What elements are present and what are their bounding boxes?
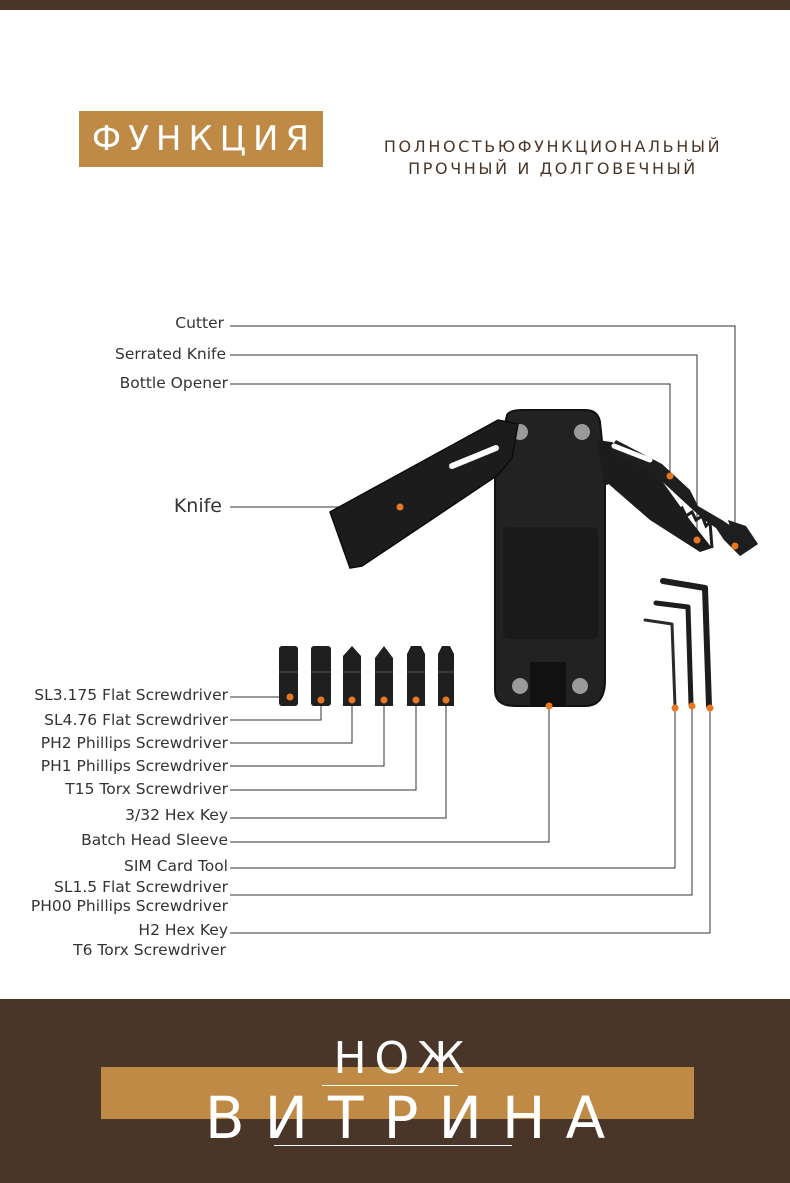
gold-band bbox=[101, 1067, 694, 1119]
label-t15: T15 Torx Screwdriver bbox=[65, 780, 228, 798]
leader-ph2 bbox=[230, 700, 353, 744]
leader-t15 bbox=[230, 700, 417, 791]
hex-key-medium-icon bbox=[653, 600, 694, 707]
label-ph2: PH2 Phillips Screwdriver bbox=[40, 734, 228, 752]
subtitle-line-1: ПОЛНОСТЬЮФУНКЦИОНАЛЬНЫЙ bbox=[383, 137, 723, 156]
label-batch-head: Batch Head Sleeve bbox=[81, 831, 228, 849]
bottle-opener-icon bbox=[608, 440, 758, 556]
label-sl476: SL4.76 Flat Screwdriver bbox=[44, 711, 228, 729]
leader-h2 bbox=[230, 708, 711, 934]
leader-bottle-opener bbox=[230, 383, 671, 476]
bit-sl3175-icon bbox=[279, 646, 298, 706]
screw-bottom-right-icon bbox=[572, 678, 588, 694]
section-title: ФУНКЦИЯ bbox=[91, 119, 317, 159]
label-sl3175: SL3.175 Flat Screwdriver bbox=[34, 686, 228, 704]
label-serrated-knife: Serrated Knife bbox=[114, 345, 226, 363]
bit-hex332-icon bbox=[438, 646, 454, 706]
title-box: ФУНКЦИЯ bbox=[79, 111, 323, 167]
cutter-hook-icon bbox=[728, 520, 758, 556]
leader-ph1 bbox=[230, 700, 385, 767]
screw-bottom-left-icon bbox=[512, 678, 528, 694]
label-ph00: PH00 Phillips Screwdriver bbox=[30, 897, 228, 915]
label-h2: H2 Hex Key bbox=[138, 921, 228, 939]
subtitle-line-2: ПРОЧНЫЙ И ДОЛГОВЕЧНЫЙ bbox=[408, 159, 698, 178]
sim-card-tool-icon bbox=[643, 618, 677, 708]
product-diagram bbox=[230, 325, 758, 934]
multitool-body bbox=[329, 409, 758, 707]
serrated-knife-icon bbox=[596, 440, 712, 552]
hex-keys bbox=[643, 578, 712, 709]
label-knife: Knife bbox=[173, 495, 222, 517]
leader-sim-tool bbox=[230, 708, 676, 869]
footer-title-line-1: НОЖ bbox=[333, 1033, 473, 1084]
label-sim-tool: SIM Card Tool bbox=[123, 857, 228, 875]
bit-t15-icon bbox=[407, 646, 425, 706]
leader-sl476 bbox=[230, 700, 322, 721]
bit-ph1-icon bbox=[375, 646, 393, 706]
leader-serrated-knife bbox=[230, 354, 698, 540]
hex-key-large-icon bbox=[660, 578, 712, 709]
label-sl15: SL1.5 Flat Screwdriver bbox=[54, 878, 228, 896]
label-cutter: Cutter bbox=[175, 314, 224, 332]
screwdriver-bits bbox=[279, 646, 454, 706]
label-t6: T6 Torx Screwdriver bbox=[73, 941, 226, 959]
bit-ph2-icon bbox=[343, 646, 361, 706]
footer-title-line-2: ВИТРИНА bbox=[204, 1084, 626, 1152]
bit-sl476-icon bbox=[311, 646, 331, 706]
leader-sl15 bbox=[230, 706, 693, 896]
knife-blade-icon bbox=[329, 419, 519, 569]
footer-underline-2 bbox=[274, 1145, 512, 1146]
screw-top-right-icon bbox=[574, 424, 590, 440]
top-bar bbox=[0, 0, 790, 10]
leader-cutter bbox=[230, 325, 736, 546]
subtitle: ПОЛНОСТЬЮФУНКЦИОНАЛЬНЫЙ ПРОЧНЫЙ И ДОЛГОВ… bbox=[348, 136, 758, 180]
label-ph1: PH1 Phillips Screwdriver bbox=[40, 757, 228, 775]
leader-hex332 bbox=[230, 700, 447, 819]
footer-underline-1 bbox=[322, 1085, 458, 1086]
leader-batch-head bbox=[230, 706, 550, 843]
callout-dots bbox=[286, 472, 739, 712]
label-bottle-opener: Bottle Opener bbox=[119, 374, 228, 392]
label-hex332: 3/32 Hex Key bbox=[125, 806, 228, 824]
